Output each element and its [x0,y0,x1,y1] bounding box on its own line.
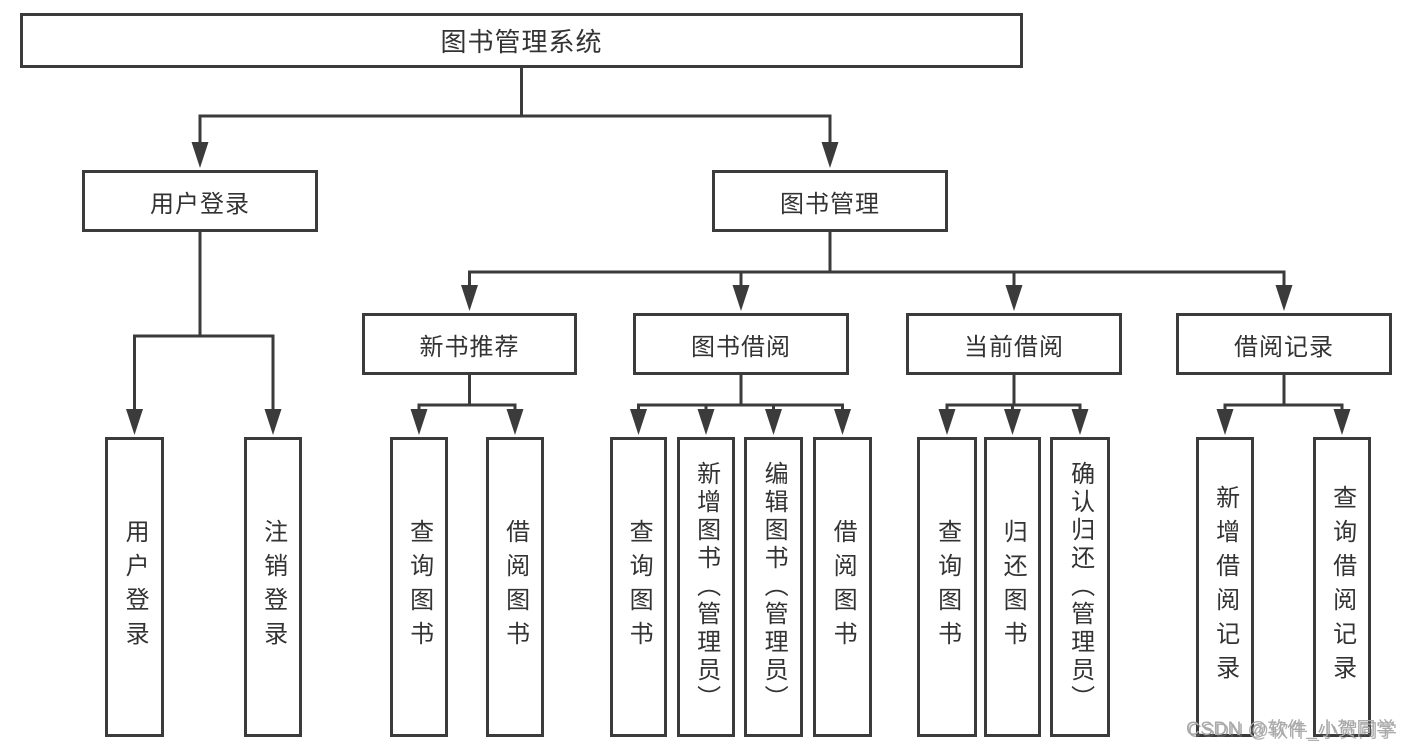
node-label-bb-add: 新增图书（管理员） [692,461,720,713]
connector-current-borrow [938,373,1089,435]
node-label-leaf-logout: 注销登录 [259,519,287,655]
node-nb-query: 查询图书 [390,437,448,737]
node-label-root: 图书管理系统 [440,27,603,57]
node-label-cb-query: 查询图书 [933,519,961,655]
node-cb-return: 归还图书 [984,437,1041,737]
node-book-borrow: 图书借阅 [633,313,849,375]
node-label-current-borrow: 当前借阅 [964,333,1064,361]
node-bb-add: 新增图书（管理员） [677,437,735,737]
node-bb-borrow: 借阅图书 [813,437,872,737]
node-label-nb-query: 查询图书 [405,519,433,655]
node-leaf-user-login: 用户登录 [105,437,164,737]
node-label-book-borrow: 图书借阅 [691,333,791,361]
node-book-mgmt: 图书管理 [712,170,948,232]
node-label-nb-borrow: 借阅图书 [501,519,529,655]
node-current-borrow: 当前借阅 [906,313,1122,375]
node-label-new-book-rec: 新书推荐 [419,333,520,361]
node-label-leaf-user-login: 用户登录 [121,519,149,655]
node-cb-confirm: 确认归还（管理员） [1050,437,1110,737]
node-borrow-records: 借阅记录 [1176,313,1392,375]
node-br-add: 新增借阅记录 [1196,437,1254,737]
node-bb-query: 查询图书 [610,437,667,737]
node-label-bb-borrow: 借阅图书 [829,519,857,655]
node-user-login: 用户登录 [82,170,318,232]
connector-book-borrow [630,373,851,435]
node-br-query: 查询借阅记录 [1313,437,1371,737]
connector-root [191,66,839,168]
node-root: 图书管理系统 [20,13,1023,68]
node-new-book-rec: 新书推荐 [362,313,577,375]
node-label-bb-edit: 编辑图书（管理员） [760,461,788,713]
node-nb-borrow: 借阅图书 [486,437,544,737]
node-label-user-login: 用户登录 [150,190,250,218]
node-bb-edit: 编辑图书（管理员） [744,437,803,737]
connector-new-book-rec [410,373,524,435]
watermark-text: CSDN @软件_小贺同学 [1186,719,1396,740]
node-cb-query: 查询图书 [917,437,977,737]
node-label-br-add: 新增借阅记录 [1211,485,1239,689]
node-label-cb-confirm: 确认归还（管理员） [1066,461,1094,713]
connector-borrow-records [1216,373,1351,435]
node-leaf-logout: 注销登录 [244,437,302,737]
node-label-cb-return: 归还图书 [999,519,1027,655]
connector-user-login [126,230,282,435]
node-label-bb-query: 查询图书 [625,519,653,655]
node-label-book-mgmt: 图书管理 [780,190,880,218]
node-label-br-query: 查询借阅记录 [1328,485,1356,689]
node-label-borrow-records: 借阅记录 [1234,333,1334,361]
connector-book-mgmt [461,230,1293,311]
